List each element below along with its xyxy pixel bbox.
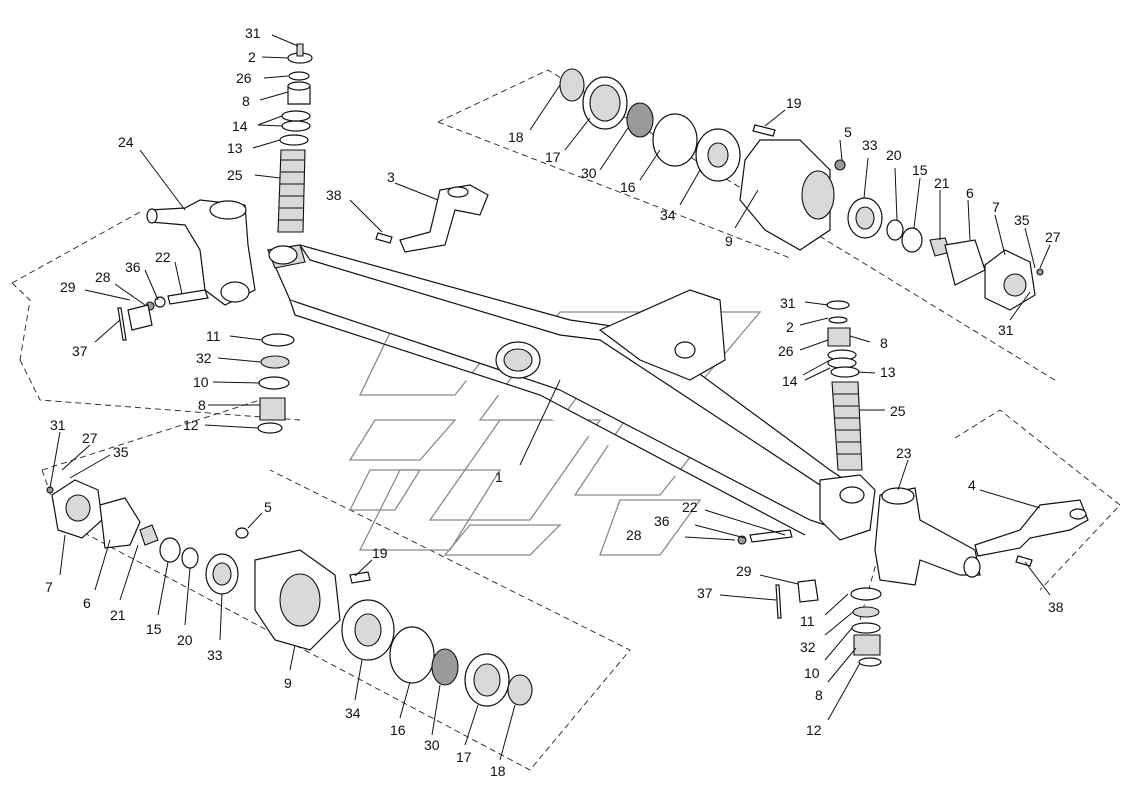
right-pin-hardware [737, 529, 882, 667]
left-lower-bushings [257, 333, 295, 434]
left-hub-group [46, 479, 533, 707]
label-16-top: 16 [620, 179, 636, 195]
label-27-bottom: 27 [82, 430, 98, 446]
label-22-right: 22 [682, 499, 698, 515]
label-35-top: 35 [1014, 212, 1030, 228]
label-28-right: 28 [626, 527, 642, 543]
label-32-right: 32 [800, 639, 816, 655]
label-8: 8 [242, 93, 250, 109]
label-14-right: 14 [782, 373, 798, 389]
left-pin-hardware [117, 289, 209, 341]
label-37: 37 [72, 343, 88, 359]
axle-beam [267, 244, 876, 541]
top-right-hub-outline-lower [437, 121, 791, 259]
label-30-top: 30 [581, 165, 597, 181]
label-13: 13 [227, 140, 243, 156]
label-24: 24 [118, 134, 134, 150]
label-10: 10 [193, 374, 209, 390]
top-right-hub-outline [437, 69, 1059, 383]
label-18-bottom: 18 [490, 763, 506, 779]
label-13-right: 13 [880, 364, 896, 380]
label-15-bottom: 15 [146, 621, 162, 637]
leader-lines [49, 34, 1051, 761]
label-7-bottom: 7 [45, 579, 53, 595]
label-36: 36 [125, 259, 141, 275]
label-31-hub-top: 31 [998, 322, 1014, 338]
label-6-top: 6 [966, 185, 974, 201]
label-34-top: 34 [660, 207, 676, 223]
label-33-bottom: 33 [207, 647, 223, 663]
label-26-right: 26 [778, 343, 794, 359]
label-31-right: 31 [780, 295, 796, 311]
part-labels: 31 2 26 8 14 13 25 24 38 3 22 36 28 29 3… [45, 25, 1064, 779]
right-kingpin-stack [826, 300, 863, 471]
label-5-bottom: 5 [264, 499, 272, 515]
label-22: 22 [155, 249, 171, 265]
label-36-right: 36 [654, 513, 670, 529]
label-15-top: 15 [912, 162, 928, 178]
label-1: 1 [495, 469, 503, 485]
label-25-right: 25 [890, 403, 906, 419]
label-28: 28 [95, 269, 111, 285]
left-kingpin-stack [277, 43, 313, 233]
label-21-top: 21 [934, 175, 950, 191]
label-18-top: 18 [508, 129, 524, 145]
label-17-top: 17 [545, 149, 561, 165]
right-steering-knuckle [874, 487, 1089, 586]
label-17-bottom: 17 [456, 749, 472, 765]
label-23: 23 [896, 445, 912, 461]
label-2: 2 [248, 49, 256, 65]
label-14: 14 [232, 118, 248, 134]
label-33-top: 33 [862, 137, 878, 153]
label-34-bottom: 34 [345, 705, 361, 721]
label-32: 32 [196, 350, 212, 366]
label-21-bottom: 21 [110, 607, 126, 623]
label-4: 4 [968, 477, 976, 493]
label-8-right-lower: 8 [815, 687, 823, 703]
label-11-right: 11 [800, 613, 815, 629]
label-10-right: 10 [804, 665, 820, 681]
left-knuckle-outline-bottom [19, 359, 301, 421]
label-12: 12 [183, 417, 199, 433]
label-5-top: 5 [844, 124, 852, 140]
left-steering-knuckle [146, 199, 256, 306]
label-2-right: 2 [786, 319, 794, 335]
label-30-bottom: 30 [424, 737, 440, 753]
label-9-bottom: 9 [284, 675, 292, 691]
label-9-top: 9 [725, 233, 733, 249]
label-31-bottom: 31 [50, 417, 66, 433]
label-12-right: 12 [806, 722, 822, 738]
label-6-bottom: 6 [83, 595, 91, 611]
label-38-right: 38 [1048, 599, 1064, 615]
label-7-top: 7 [992, 199, 1000, 215]
left-knuckle-outline [11, 211, 141, 361]
label-19-top: 19 [786, 95, 802, 111]
label-27-top: 27 [1045, 229, 1061, 245]
label-11: 11 [206, 328, 221, 344]
label-16-bottom: 16 [390, 722, 406, 738]
label-8-left-lower: 8 [198, 397, 206, 413]
label-29: 29 [60, 279, 76, 295]
label-35-bottom: 35 [113, 444, 129, 460]
label-38: 38 [326, 187, 342, 203]
label-31: 31 [245, 25, 261, 41]
label-20-bottom: 20 [177, 632, 193, 648]
label-29-right: 29 [736, 563, 752, 579]
label-37-right: 37 [697, 585, 713, 601]
label-25: 25 [227, 167, 243, 183]
label-19-bottom: 19 [372, 545, 388, 561]
label-26: 26 [236, 70, 252, 86]
steering-arm-left [375, 184, 489, 253]
label-8-right: 8 [880, 335, 888, 351]
label-20-top: 20 [886, 147, 902, 163]
right-hub-group [559, 68, 1044, 311]
label-3: 3 [387, 169, 395, 185]
